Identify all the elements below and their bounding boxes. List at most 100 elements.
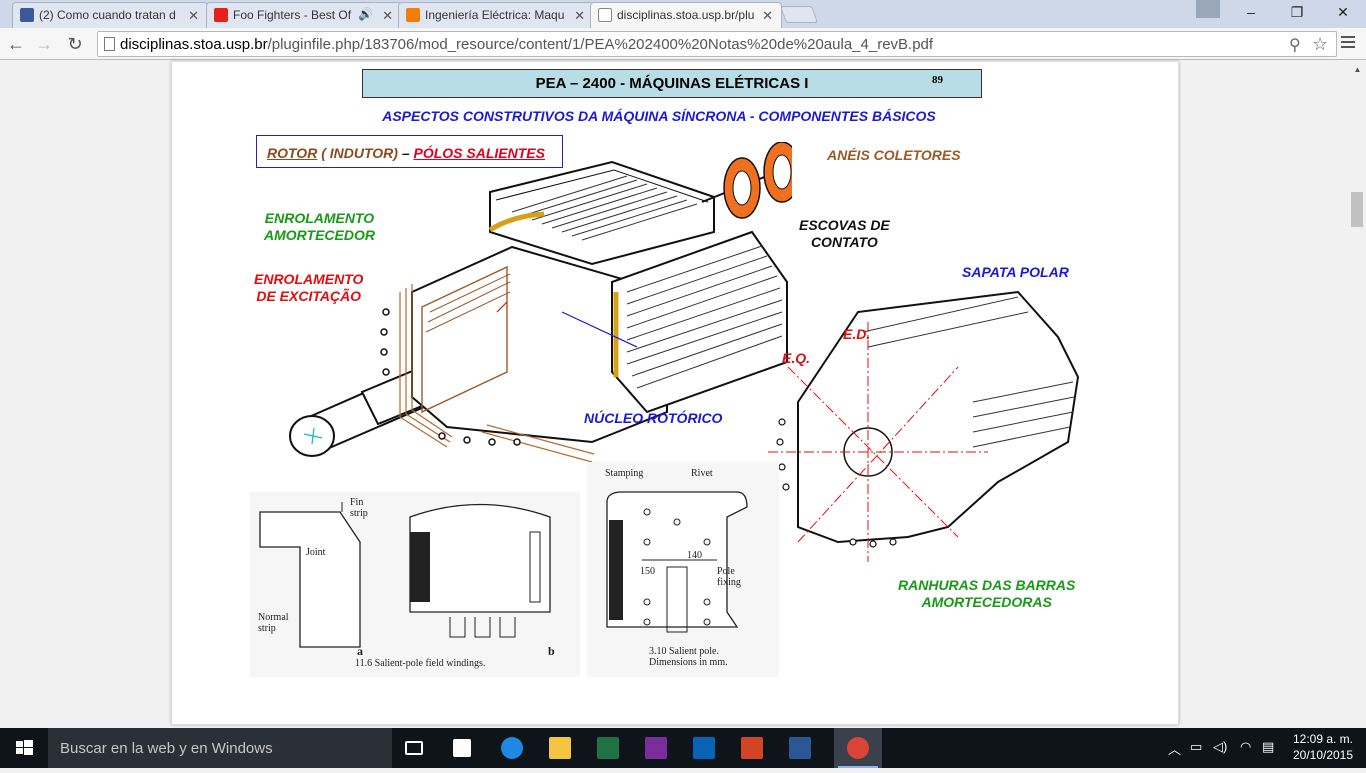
reload-icon[interactable]: ↻ bbox=[67, 34, 83, 54]
youtube-icon bbox=[214, 8, 228, 22]
tab-label: (2) Como cuando tratan d bbox=[39, 8, 176, 22]
page-info-icon[interactable] bbox=[104, 37, 115, 51]
excel-icon[interactable] bbox=[584, 728, 632, 768]
fig-11-6-caption: 11.6 Salient-pole field windings. bbox=[355, 658, 486, 669]
label-eq: E.Q. bbox=[782, 350, 811, 366]
scroll-thumb[interactable] bbox=[1351, 192, 1363, 227]
rivet-label: Rivet bbox=[691, 468, 713, 479]
label-escovas-contato: ESCOVAS DE CONTATO bbox=[799, 217, 890, 250]
store-icon[interactable] bbox=[440, 728, 488, 768]
zoom-icon[interactable]: ⚲ bbox=[1289, 37, 1301, 54]
pole-fixing-label: Pole fixing bbox=[717, 566, 741, 588]
minimize-button[interactable]: – bbox=[1247, 4, 1255, 20]
outlook-icon[interactable] bbox=[680, 728, 728, 768]
label-ranhuras: RANHURAS DAS BARRAS AMORTECEDORAS bbox=[898, 577, 1076, 610]
rotor-drawing bbox=[289, 142, 792, 462]
dim-150-label: 150 bbox=[640, 566, 655, 577]
field-windings-figure: Fin strip Joint Normal strip a b 11.6 Sa… bbox=[250, 492, 580, 677]
label-aneis-coletores: ANÉIS COLETORES bbox=[827, 147, 961, 163]
battery-icon[interactable]: ▭ bbox=[1190, 739, 1203, 754]
tab-pdf-active[interactable]: disciplinas.stoa.usp.br/plu ✕ bbox=[590, 2, 782, 28]
edge-icon[interactable] bbox=[488, 728, 536, 768]
tab-strip: (2) Como cuando tratan d ✕ Foo Fighters … bbox=[0, 0, 1366, 28]
rotor-label: ROTOR bbox=[267, 145, 318, 161]
salient-pole-figure: Stamping Rivet 140 150 Pole fixing 3.10 … bbox=[587, 462, 779, 677]
polos-salientes-label: PÓLOS SALIENTES bbox=[413, 145, 545, 161]
taskbar-search-box[interactable]: Buscar en la web y en Windows bbox=[48, 728, 392, 768]
browser-toolbar: ← → ↻ disciplinas.stoa.usp.br/pluginfile… bbox=[0, 28, 1366, 60]
tab-youtube[interactable]: Foo Fighters - Best Of 🔊 ✕ bbox=[206, 2, 402, 28]
label-nucleo-rotorico: NÚCLEO ROTÓRICO bbox=[584, 410, 723, 426]
normal-strip-label: Normal strip bbox=[258, 612, 289, 634]
salient-pole-sketch bbox=[606, 491, 748, 633]
rotor-heading-box: ROTOR ( INDUTOR) – PÓLOS SALIENTES bbox=[256, 135, 563, 168]
fin-strip-label: Fin strip bbox=[350, 497, 368, 519]
close-tab-icon[interactable]: ✕ bbox=[382, 8, 393, 23]
core-rivet-holes bbox=[380, 308, 521, 446]
slide-title-bar: PEA – 2400 - MÁQUINAS ELÉTRICAS I 89 bbox=[362, 69, 982, 98]
pdf-page: PEA – 2400 - MÁQUINAS ELÉTRICAS I 89 ASP… bbox=[171, 61, 1179, 725]
excitation-coil bbox=[399, 284, 595, 462]
url-text[interactable]: disciplinas.stoa.usp.br/pluginfile.php/1… bbox=[120, 36, 934, 53]
notifications-icon[interactable]: ▤ bbox=[1262, 739, 1275, 754]
start-button[interactable] bbox=[0, 728, 48, 768]
vertical-scrollbar[interactable]: ▲ bbox=[1349, 61, 1366, 728]
bookmark-star-icon[interactable]: ☆ bbox=[1312, 34, 1329, 54]
close-tab-icon[interactable]: ✕ bbox=[574, 8, 585, 23]
facebook-icon bbox=[20, 8, 34, 22]
clock-date: 20/10/2015 bbox=[1292, 748, 1354, 762]
tab-label: disciplinas.stoa.usp.br/plu bbox=[617, 8, 755, 22]
label-enrolamento-excitacao: ENROLAMENTO DE EXCITAÇÃO bbox=[254, 271, 364, 304]
dim-140-label: 140 bbox=[687, 550, 702, 561]
system-clock[interactable]: 12:09 a. m. 20/10/2015 bbox=[1283, 731, 1363, 763]
close-tab-icon[interactable]: ✕ bbox=[188, 8, 199, 23]
file-explorer-icon[interactable] bbox=[536, 728, 584, 768]
forward-icon[interactable]: → bbox=[35, 34, 53, 54]
back-icon[interactable]: ← bbox=[7, 34, 25, 54]
wifi-icon[interactable]: ◠ bbox=[1240, 739, 1252, 754]
slide-subtitle: ASPECTOS CONSTRUTIVOS DA MÁQUINA SÍNCRON… bbox=[382, 108, 936, 124]
tab-facebook[interactable]: (2) Como cuando tratan d ✕ bbox=[12, 2, 208, 28]
dash-label: – bbox=[401, 145, 410, 161]
address-bar[interactable]: disciplinas.stoa.usp.br/pluginfile.php/1… bbox=[97, 31, 1337, 57]
new-tab-button[interactable] bbox=[779, 6, 819, 23]
windows-logo-icon bbox=[16, 740, 33, 755]
stamping-label: Stamping bbox=[605, 468, 644, 479]
task-view-icon[interactable] bbox=[392, 728, 440, 768]
scroll-up-icon[interactable]: ▲ bbox=[1353, 65, 1362, 74]
speaker-icon: 🔊 bbox=[358, 7, 373, 21]
pole-cross-section bbox=[768, 290, 1080, 562]
blogger-icon bbox=[406, 8, 420, 22]
joint-label: Joint bbox=[306, 547, 326, 558]
onenote-icon[interactable] bbox=[632, 728, 680, 768]
word-icon[interactable] bbox=[776, 728, 824, 768]
label-sapata-polar: SAPATA POLAR bbox=[962, 264, 1069, 280]
taskbar-search-placeholder: Buscar en la web y en Windows bbox=[60, 740, 273, 757]
maximize-button[interactable]: ❐ bbox=[1290, 4, 1304, 20]
page-number: 89 bbox=[932, 74, 943, 86]
show-hidden-icons[interactable]: ︿ bbox=[1168, 742, 1182, 757]
label-ed: E.D. bbox=[843, 326, 871, 342]
close-tab-icon[interactable]: ✕ bbox=[762, 8, 773, 23]
side-pole bbox=[611, 230, 788, 414]
fig-a-label: a bbox=[357, 644, 363, 658]
top-pole bbox=[488, 160, 715, 266]
volume-icon[interactable]: ◁) bbox=[1213, 739, 1228, 754]
tab-label: Ingeniería Eléctrica: Maqu bbox=[425, 8, 565, 22]
slip-rings bbox=[701, 142, 792, 219]
clock-time: 12:09 a. m. bbox=[1292, 732, 1354, 746]
field-windings-sketch bbox=[259, 502, 551, 648]
windows-taskbar: Buscar en la web y en Windows ︿ ▭ ◁) ◠ ▤… bbox=[0, 728, 1366, 768]
slide-title: PEA – 2400 - MÁQUINAS ELÉTRICAS I bbox=[535, 75, 809, 92]
chrome-menu-icon[interactable] bbox=[1341, 36, 1355, 51]
tab-label: Foo Fighters - Best Of bbox=[233, 8, 352, 22]
powerpoint-icon[interactable] bbox=[728, 728, 776, 768]
chrome-icon[interactable] bbox=[834, 728, 882, 768]
indutor-label: ( INDUTOR) bbox=[317, 145, 402, 161]
close-window-button[interactable]: ✕ bbox=[1337, 4, 1349, 20]
tab-blogger[interactable]: Ingeniería Eléctrica: Maqu ✕ bbox=[398, 2, 594, 28]
profile-icon[interactable] bbox=[1196, 0, 1220, 18]
fig-b-label: b bbox=[548, 644, 555, 658]
fig-3-10-caption: 3.10 Salient pole. Dimensions in mm. bbox=[649, 646, 728, 668]
rotor-core-body bbox=[411, 245, 668, 444]
